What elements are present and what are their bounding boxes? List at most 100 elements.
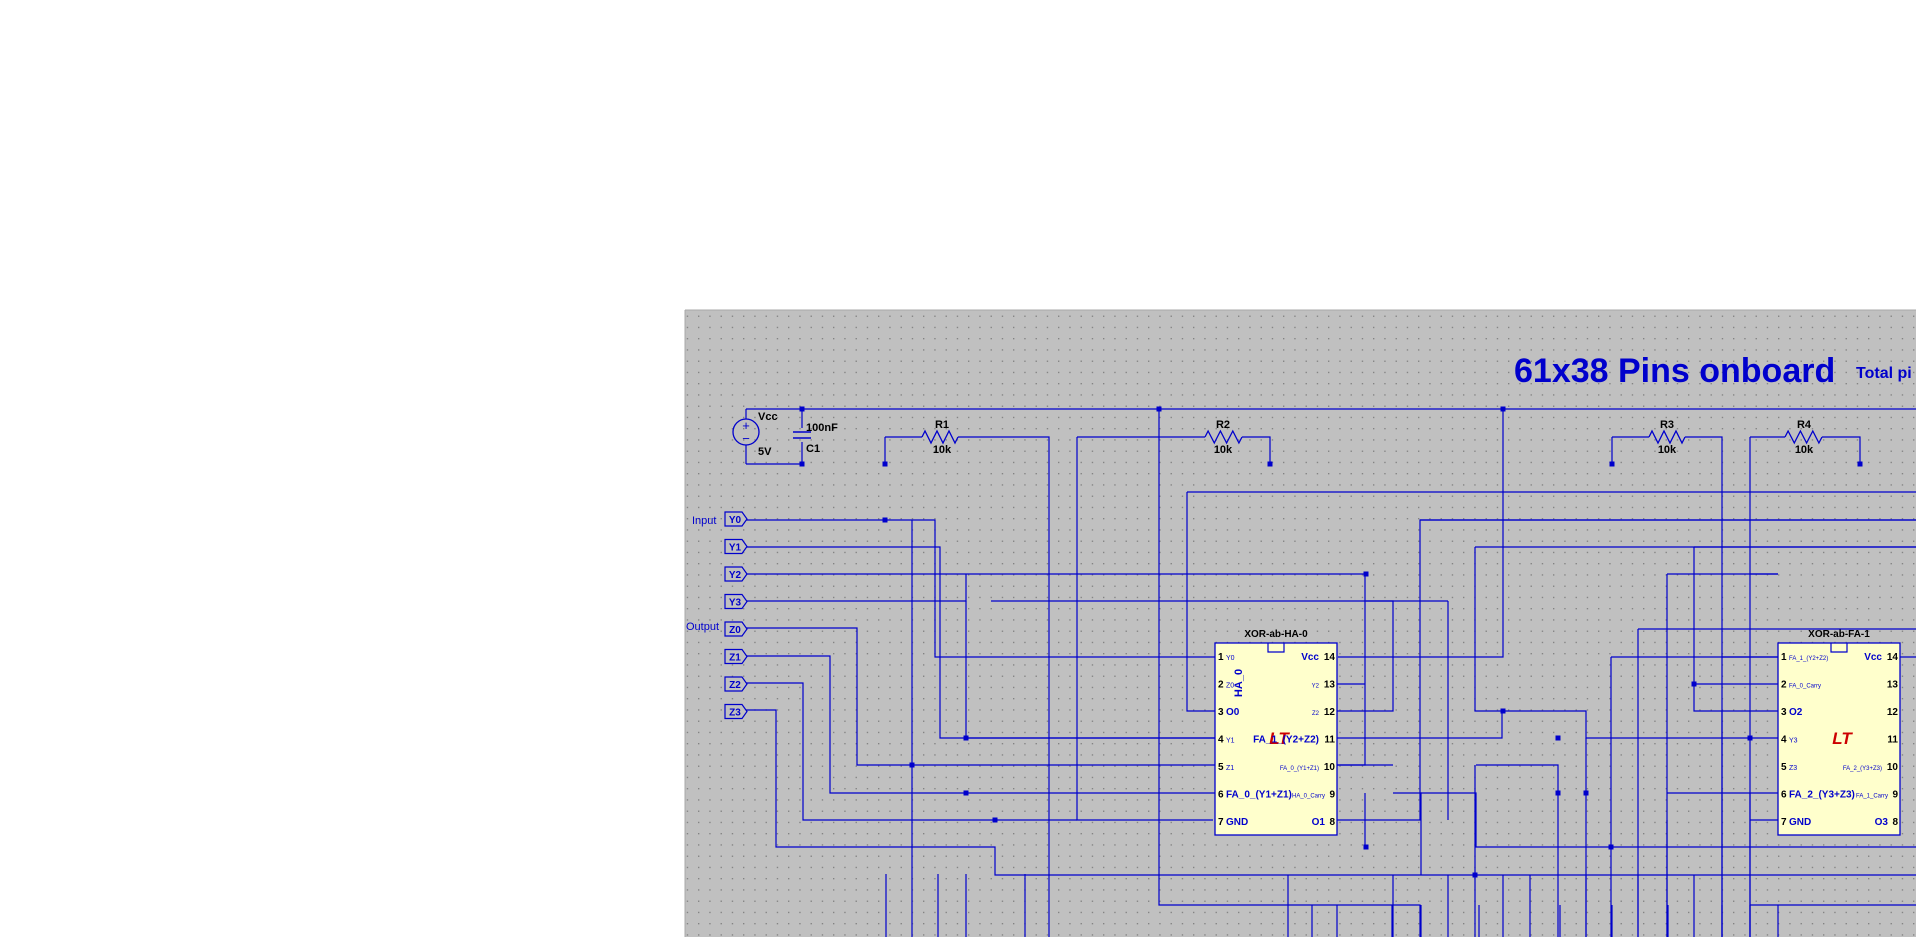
port-flag [724,676,748,692]
resistor-value: 10k [1795,444,1814,456]
wire [1420,792,1916,848]
chip-pin-number: 3 [1781,707,1787,718]
wire-junction [1609,461,1615,467]
resistor-value: 10k [933,444,952,456]
chip-pin-number: 4 [1781,735,1787,746]
chip-pin-label: O3 [1875,817,1889,828]
port-y2[interactable]: Y2 [724,566,748,582]
chip-pin-number: 1 [1781,652,1787,663]
port-flag [724,621,748,637]
port-z2[interactable]: Z2 [724,676,748,692]
wire-junction [1555,790,1561,796]
resistor-r4[interactable]: R4 10k [1784,419,1823,456]
chip-pin-number: 11 [1887,735,1898,746]
resistor-zigzag [921,429,959,445]
chip-pin-label: Y0 [1226,655,1235,662]
port-z3[interactable]: Z3 [724,703,748,720]
chip-pin-label: Z1 [1226,765,1234,772]
chip-pin-number: 6 [1781,790,1787,801]
voltage-source-body [732,418,760,446]
wire-junction [1555,735,1561,741]
board-headline-extra: Total pi [1856,365,1912,382]
voltage-source-plus: + [742,418,750,433]
wire [1474,547,1503,712]
capacitor-c1[interactable]: 100nF C1 [793,422,838,455]
junctions [799,406,1863,878]
port-label: Z2 [729,680,741,691]
wire-junction [882,517,888,523]
resistor-value: 10k [1658,444,1677,456]
port-y3[interactable]: Y3 [724,593,748,610]
port-label: Z3 [729,708,741,719]
voltage-source-name: Vcc [758,411,778,423]
chip-pin-number: 14 [1887,652,1899,663]
wire [1337,710,1778,739]
wire [1186,492,1215,712]
wire-junction [1608,844,1614,850]
port-label: Y1 [729,543,742,554]
port-y0[interactable]: Y0 [724,511,748,527]
port-z0[interactable]: Z0 [724,621,748,637]
port-y1[interactable]: Y1 [724,538,748,555]
wire-junction [1363,844,1369,850]
chip-pin-number: 7 [1781,817,1787,828]
resistor-zigzag [1204,429,1243,445]
chip-pin-number: 4 [1218,735,1224,746]
chip-pin-label: FA_0_Carry [1789,684,1821,690]
wire-junction [1747,735,1753,741]
chip-pin-label: FA_2_(Y3+Z3) [1843,766,1882,772]
chip-name: XOR-ab-HA-0 [1244,629,1308,640]
wire-junction [882,461,888,467]
chip-pin-label: FA_2_(Y3+Z3) [1789,790,1855,801]
chip-pin-number: 2 [1218,680,1224,691]
capacitor-name: C1 [806,443,820,455]
chip-pin-label: Z2 [1312,711,1320,717]
wire-junction [909,762,915,768]
port-z1[interactable]: Z1 [724,648,748,665]
chip-pin-number: 5 [1218,762,1224,773]
chip-pin-label: GND [1226,817,1248,828]
wire-junction [1857,461,1863,467]
chip-pin-number: 8 [1892,817,1898,828]
wire-junction [1500,708,1506,714]
wire [1693,547,1778,712]
wire-junction [1363,571,1369,577]
port-label: Z1 [729,653,741,664]
wire-junction [1583,790,1589,796]
chip-pin-label: HA_0_Carry [1292,794,1325,800]
voltage-source-minus: − [742,431,750,446]
port-flag [724,538,748,555]
chip-pin-number: 11 [1324,735,1335,746]
manufacturer-logo-icon: LT [1832,729,1853,748]
chip-pin-label: Y2 [1312,684,1320,690]
chip-body [1214,642,1338,836]
chip-pin-number: 13 [1887,680,1899,691]
resistor-value: 10k [1214,444,1233,456]
wire-net [745,408,1916,937]
chip-pin-number: 10 [1887,762,1899,773]
chip-pin-number: 3 [1218,707,1224,718]
resistor-name: R4 [1797,419,1812,431]
chip-pin-label: Y3 [1789,738,1798,745]
voltage-source-vcc[interactable]: + − Vcc 5V [732,411,778,458]
chip-pin-label: Y1 [1226,738,1235,745]
wire [1822,436,1861,464]
wire-junction [992,817,998,823]
wire [958,436,1050,937]
chip-pin-number: 8 [1329,817,1335,828]
port-label: Z0 [729,625,741,636]
wire [1476,764,1559,937]
wire [912,519,1215,658]
port-flag [724,593,748,610]
wire [746,627,1215,766]
wire-junction [1472,872,1478,878]
